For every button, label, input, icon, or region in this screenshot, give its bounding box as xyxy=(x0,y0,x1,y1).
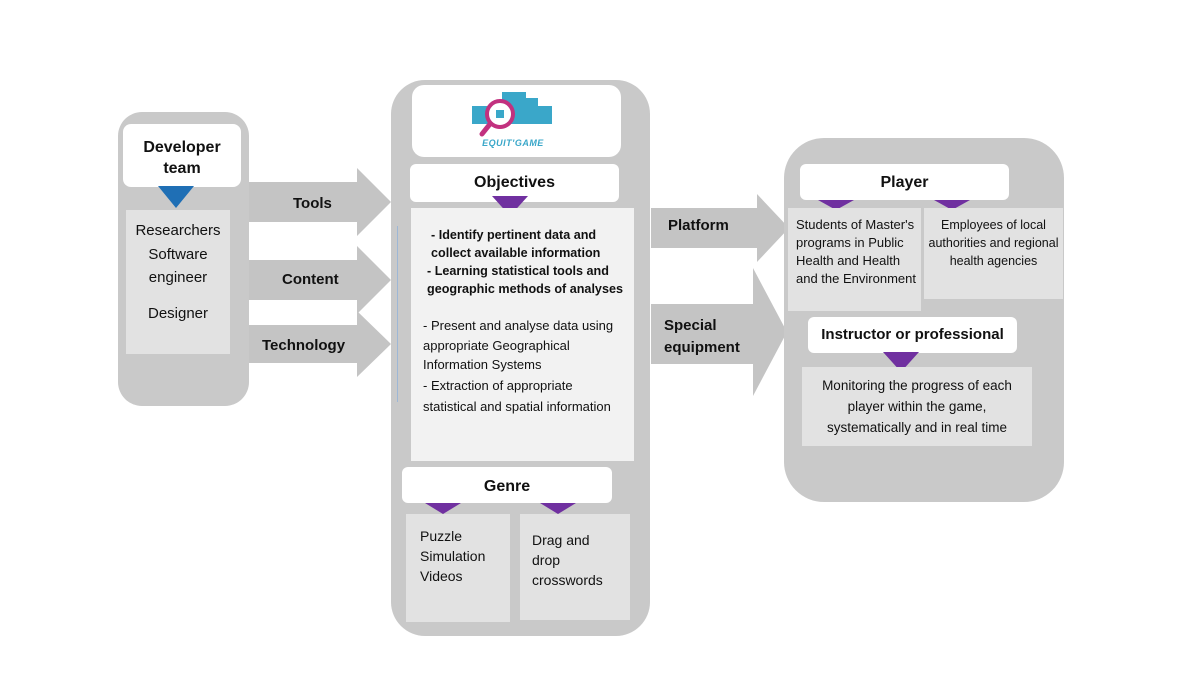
developer-marker-icon xyxy=(158,186,194,208)
genre-title: Genre xyxy=(483,478,531,495)
player-marker-right-icon xyxy=(934,200,970,210)
students-box: Students of Master's programs in Public … xyxy=(788,208,921,311)
player-marker-left-icon xyxy=(818,200,854,210)
tools-label: Tools xyxy=(293,195,332,212)
developer-title-box: Developer team xyxy=(123,124,241,187)
special-equipment-arrow xyxy=(651,268,787,396)
employees-box: Employees of local authorities and regio… xyxy=(924,208,1063,299)
player-title-box: Player xyxy=(800,164,1009,200)
employees-text: Employees of local authorities and regio… xyxy=(928,218,1059,268)
genre-col-2: Drag and drop crosswords xyxy=(520,514,630,620)
genre-drag-and: Drag and xyxy=(532,532,590,548)
role-designer: Designer xyxy=(147,304,209,322)
content-label: Content xyxy=(282,271,339,288)
instructor-text: Monitoring the progress of each player w… xyxy=(822,378,1012,435)
objective-3: - Present and analyse data using appropr… xyxy=(423,318,614,372)
objectives-marker-icon xyxy=(492,196,528,216)
role-software-engineer: Software engineer xyxy=(148,245,208,287)
magnifier-house-icon xyxy=(472,92,552,137)
content-arrow xyxy=(249,246,391,314)
tools-arrow xyxy=(249,168,391,236)
special-equipment-label: Special equipment xyxy=(664,317,740,356)
developer-title: Developer team xyxy=(143,139,221,177)
genre-puzzle: Puzzle xyxy=(420,528,463,544)
instructor-title: Instructor or professional xyxy=(821,326,1004,343)
player-title: Player xyxy=(880,174,929,191)
objective-1: - Identify pertinent data and collect av… xyxy=(431,228,601,260)
objectives-body: - Identify pertinent data and collect av… xyxy=(411,208,634,461)
genre-col-1: Puzzle Simulation Videos xyxy=(406,514,510,622)
objectives-title-box: Objectives xyxy=(410,164,619,202)
technology-label: Technology xyxy=(262,337,346,354)
genre-crosswords: crosswords xyxy=(532,572,603,588)
objective-2: - Learning statistical tools and geograp… xyxy=(427,264,623,296)
genre-simulation: Simulation xyxy=(420,548,486,564)
logo-text: EQUIT'GAME xyxy=(482,138,544,148)
genre-drop: drop xyxy=(532,552,561,568)
developer-roles: Researchers Software engineer Designer xyxy=(126,210,230,354)
genre-videos: Videos xyxy=(420,568,463,584)
platform-label: Platform xyxy=(668,217,729,234)
genre-title-box: Genre xyxy=(402,467,612,503)
role-researchers: Researchers xyxy=(135,222,221,239)
instructor-marker-icon xyxy=(883,352,919,372)
instructor-title-box: Instructor or professional xyxy=(808,317,1017,353)
instructor-box: Monitoring the progress of each player w… xyxy=(802,367,1032,446)
objectives-bracket xyxy=(397,226,412,402)
genre-marker-left-icon xyxy=(425,503,461,514)
technology-arrow xyxy=(249,311,391,377)
objective-4: - Extraction of appropriate statistical … xyxy=(423,377,611,415)
objectives-title: Objectives xyxy=(474,174,555,191)
genre-marker-right-icon xyxy=(540,503,576,514)
students-text: Students of Master's programs in Public … xyxy=(796,217,916,286)
platform-arrow xyxy=(651,194,789,262)
